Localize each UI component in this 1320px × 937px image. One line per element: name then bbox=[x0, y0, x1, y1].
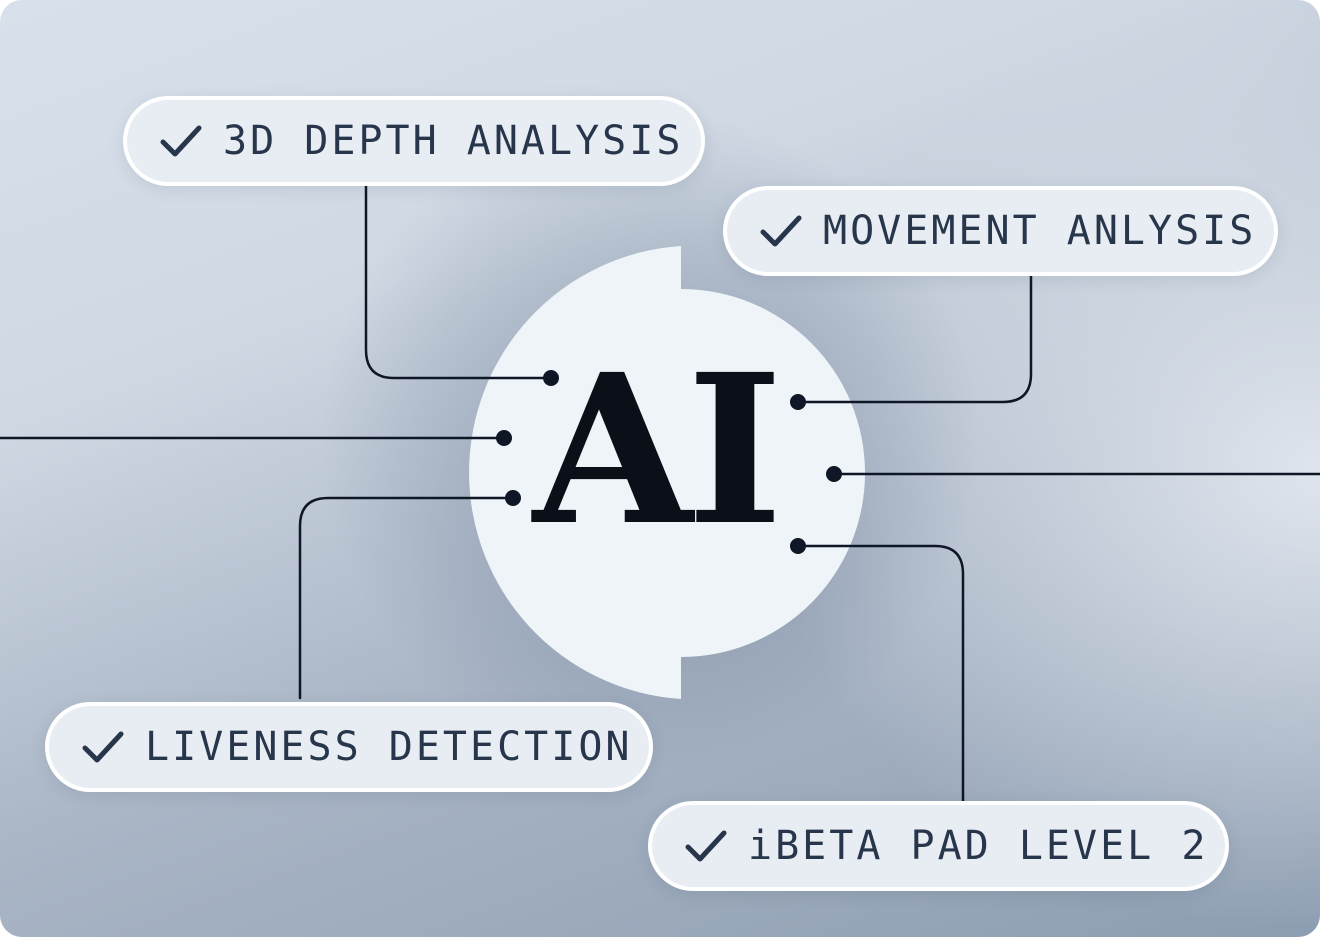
feature-pill-depth: 3D DEPTH ANALYSIS bbox=[123, 96, 705, 186]
node-dot bbox=[826, 466, 842, 482]
check-icon bbox=[160, 125, 202, 157]
check-icon bbox=[82, 731, 124, 763]
ai-label: AI bbox=[532, 329, 783, 571]
connector-movement bbox=[796, 274, 1033, 404]
center-circle-left-half bbox=[469, 246, 681, 699]
feature-label-liveness: LIVENESS DETECTION bbox=[145, 724, 633, 770]
feature-pill-ibeta: iBETA PAD LEVEL 2 bbox=[648, 801, 1229, 891]
center-circle-right-half bbox=[681, 289, 865, 657]
check-icon bbox=[685, 830, 727, 862]
feature-label-depth: 3D DEPTH ANALYSIS bbox=[223, 118, 684, 164]
node-dot bbox=[543, 370, 559, 386]
feature-pill-liveness: LIVENESS DETECTION bbox=[45, 702, 653, 792]
feature-label-ibeta: iBETA PAD LEVEL 2 bbox=[748, 823, 1209, 869]
node-dot bbox=[790, 538, 806, 554]
connector-depth bbox=[364, 184, 553, 380]
feature-label-movement: MOVEMENT ANLYSIS bbox=[823, 208, 1257, 254]
connector-ibeta bbox=[796, 544, 965, 804]
node-dot bbox=[505, 490, 521, 506]
node-dot bbox=[496, 430, 512, 446]
feature-pill-movement: MOVEMENT ANLYSIS bbox=[723, 186, 1278, 276]
connector-liveness bbox=[298, 496, 515, 700]
node-dot bbox=[790, 394, 806, 410]
check-icon bbox=[760, 215, 802, 247]
